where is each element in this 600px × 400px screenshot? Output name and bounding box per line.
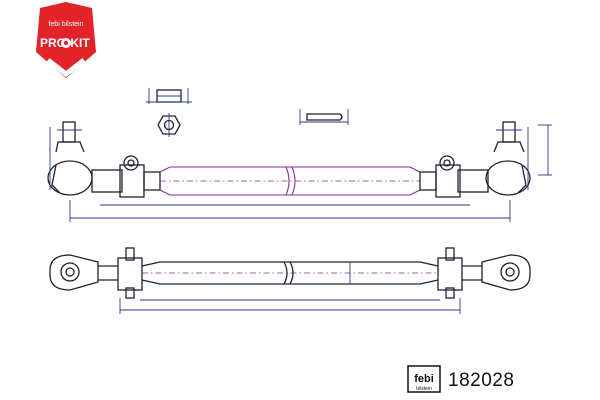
tie-rod-side-view <box>49 247 531 314</box>
febi-logo: febi bilstein <box>407 365 441 393</box>
febi-logo-text: febi <box>414 373 434 385</box>
badge-kit-text: KIT <box>70 36 90 50</box>
badge-pro-text: PRO <box>40 36 66 50</box>
badge-brand-text: febi bilstein <box>48 21 83 28</box>
cotter-pin-detail <box>299 109 349 125</box>
febi-logo-subtext: bilstein <box>416 386 432 392</box>
prokit-badge: febi bilstein PRO KIT <box>36 2 96 78</box>
tie-rod-top-view <box>47 121 552 222</box>
castle-nut-detail <box>146 88 192 137</box>
part-number: 182028 <box>448 370 515 391</box>
